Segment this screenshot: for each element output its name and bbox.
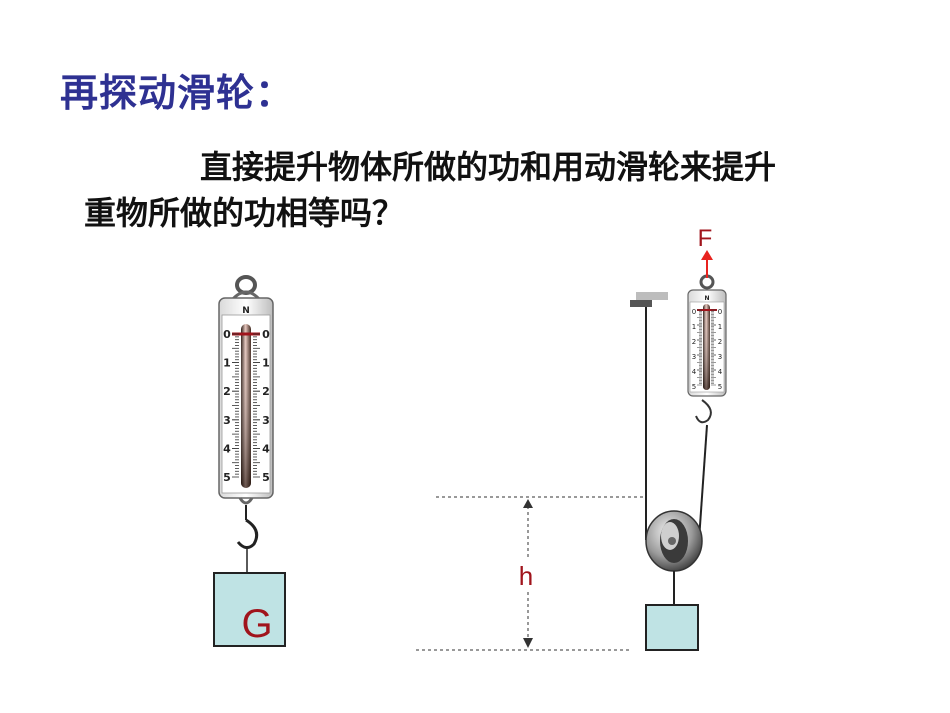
left-spring-scale: N 0 0 1 1 2 2 3 3 4 4 5 5 — [218, 275, 274, 573]
height-label: h — [519, 561, 533, 591]
movable-pulley — [645, 510, 703, 572]
scale-tick-label: 4 — [223, 442, 231, 455]
scale-tick-label: 1 — [718, 323, 722, 331]
scale-tick-label: 2 — [262, 385, 270, 398]
scale-tick-label: 3 — [718, 353, 722, 361]
scale-tick-label: 2 — [692, 338, 696, 346]
scale-tick-label: 4 — [262, 442, 270, 455]
left-unit-label: N — [242, 306, 250, 316]
force-label: F — [698, 225, 713, 252]
scale-tick-label: 5 — [223, 471, 231, 484]
scale-tick-label: 0 — [262, 328, 270, 341]
scale-tick-label: 1 — [692, 323, 696, 331]
scale-tick-label: 3 — [223, 414, 231, 427]
scale-tick-label: 3 — [692, 353, 696, 361]
scale-tick-label: 2 — [718, 338, 722, 346]
scale-tick-label: 0 — [223, 328, 231, 341]
pulley-load-block — [645, 604, 699, 651]
scale-tick-label: 0 — [692, 308, 696, 316]
left-hook — [236, 518, 259, 549]
slide-title: 再探动滑轮： — [60, 70, 295, 115]
question-line-2: 重物所做的功相等吗？ — [84, 194, 405, 232]
scale-tick-label: 5 — [718, 383, 722, 391]
right-spring-scale: N 0 0 1 1 2 2 3 3 4 4 5 5 — [687, 274, 727, 424]
scale-tick-label: 4 — [692, 368, 697, 376]
rope-pull — [698, 424, 708, 541]
right-unit-label: N — [704, 295, 709, 302]
scale-tick-label: 3 — [262, 414, 270, 427]
scale-tick-label: 1 — [262, 357, 270, 370]
scale-tick-label: 5 — [262, 471, 270, 484]
scale-tick-label: 4 — [718, 368, 723, 376]
ceiling-support — [636, 292, 668, 300]
weight-block-g — [213, 572, 286, 647]
weight-label: G — [241, 602, 272, 646]
scale-tick-label: 1 — [223, 357, 231, 370]
scale-tick-label: 2 — [223, 385, 231, 398]
scale-tick-label: 5 — [692, 383, 696, 391]
scale-tick-label: 0 — [718, 308, 722, 316]
question-line-1: 直接提升物体所做的功和用动滑轮来提升 — [200, 148, 777, 186]
